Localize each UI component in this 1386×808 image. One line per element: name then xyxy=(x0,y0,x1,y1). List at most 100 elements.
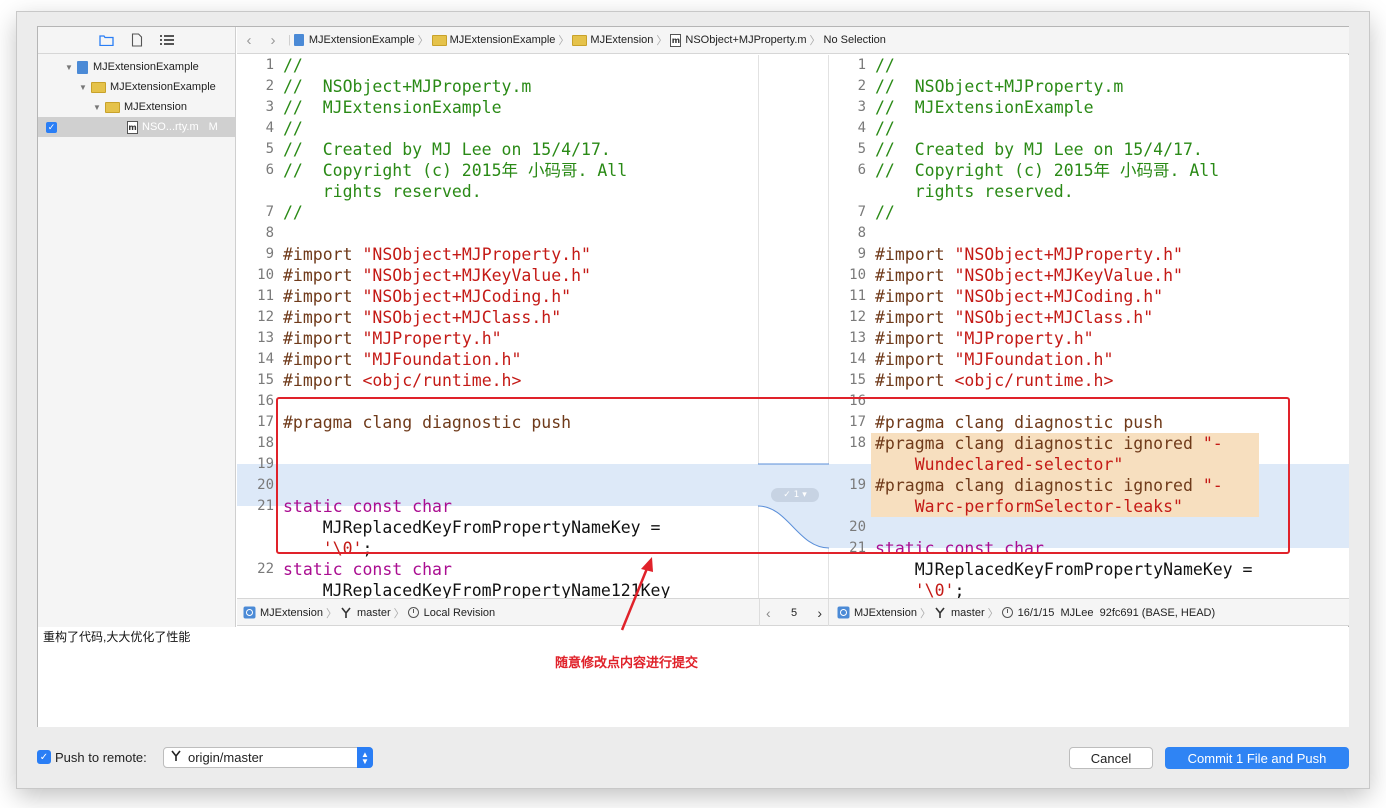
breadcrumb-label: MJExtensionExample xyxy=(449,34,556,46)
breadcrumb-group[interactable]: MJExtensionExample xyxy=(431,34,556,46)
code-text: static const char xyxy=(283,497,452,516)
line-number: 9 xyxy=(857,246,866,262)
document-view-icon[interactable] xyxy=(129,33,145,47)
commit-hash: 92fc691 (BASE, HEAD) xyxy=(1099,606,1216,619)
list-view-icon[interactable] xyxy=(159,33,175,47)
chevron-right-icon: 〉 xyxy=(558,35,570,47)
line-number: 4 xyxy=(265,120,274,136)
diff-empty-block xyxy=(237,464,758,506)
disclosure-triangle-icon[interactable]: ▼ xyxy=(65,62,73,72)
file-navigator: ▼ MJExtensionExample ▼ MJExtensionExampl… xyxy=(38,27,236,627)
back-arrow-icon[interactable]: ‹ xyxy=(246,31,252,49)
code-line: 7// xyxy=(829,202,1349,223)
code-line: 8 xyxy=(829,223,1349,244)
code-text: #import <objc/runtime.h> xyxy=(283,371,522,390)
push-to-remote-checkbox[interactable]: ✓ xyxy=(37,750,51,764)
forward-arrow-icon[interactable]: › xyxy=(270,31,276,49)
code-line: 11#import "NSObject+MJCoding.h" xyxy=(829,286,1349,307)
project-group-icon xyxy=(243,606,256,619)
code-line: Warc-performSelector-leaks" xyxy=(829,496,1349,517)
navigator-toolbar xyxy=(38,27,235,54)
line-number: 11 xyxy=(257,288,274,304)
code-line: 1// xyxy=(829,55,1349,76)
line-number: 16 xyxy=(849,393,866,409)
line-number: 11 xyxy=(849,288,866,304)
line-number: 5 xyxy=(857,141,866,157)
code-text: #import "MJProperty.h" xyxy=(875,329,1094,348)
tree-item-group[interactable]: ▼ MJExtension xyxy=(38,97,235,117)
tree-item-group[interactable]: ▼ MJExtensionExample xyxy=(38,77,235,97)
breadcrumb-group[interactable]: MJExtension xyxy=(572,34,653,46)
code-line: 10#import "NSObject+MJKeyValue.h" xyxy=(829,265,1349,286)
code-line: 16 xyxy=(237,391,758,412)
change-count: 5 xyxy=(790,606,798,619)
code-text: #pragma clang diagnostic push xyxy=(875,413,1164,432)
code-line: MJReplacedKeyFromPropertyNameKey = xyxy=(237,517,758,538)
line-number: 2 xyxy=(857,78,866,94)
breadcrumb-label: No Selection xyxy=(823,34,886,46)
changed-line-highlight xyxy=(871,433,1259,454)
code-line: 17 #pragma clang diagnostic push xyxy=(829,412,1349,433)
code-line: 14#import "MJFoundation.h" xyxy=(829,349,1349,370)
line-number: 16 xyxy=(257,393,274,409)
code-text: // Copyright (c) 2015年 小码哥. All xyxy=(875,161,1220,180)
code-line: 9#import "NSObject+MJProperty.h" xyxy=(829,244,1349,265)
tree-item-label: NSO...rty.m xyxy=(142,121,199,133)
include-file-checkbox[interactable]: ✓ xyxy=(46,121,57,133)
line-number: 19 xyxy=(257,456,274,472)
line-number: 7 xyxy=(857,204,866,220)
folder-icon xyxy=(91,81,106,93)
line-number: 4 xyxy=(857,120,866,136)
line-number: 17 xyxy=(849,414,866,430)
line-number: 1 xyxy=(265,57,274,73)
line-number: 12 xyxy=(257,309,274,325)
breadcrumb-symbol[interactable]: No Selection xyxy=(824,34,886,46)
previous-change-icon[interactable]: ‹ xyxy=(766,604,771,621)
line-number: 13 xyxy=(257,330,274,346)
line-number: 15 xyxy=(849,372,866,388)
cancel-button[interactable]: Cancel xyxy=(1069,747,1153,769)
disclosure-triangle-icon[interactable]: ▼ xyxy=(79,82,87,92)
code-line: 13#import "MJProperty.h" xyxy=(829,328,1349,349)
next-change-icon[interactable]: › xyxy=(817,604,822,621)
code-line: 6// Copyright (c) 2015年 小码哥. All xyxy=(829,160,1349,181)
branch-label[interactable]: master xyxy=(356,606,391,619)
branch-label[interactable]: master xyxy=(950,606,985,619)
project-label[interactable]: MJExtension xyxy=(260,606,323,619)
code-text: // Created by MJ Lee on 15/4/17. xyxy=(283,140,611,159)
line-number: 5 xyxy=(265,141,274,157)
code-line: 17#pragma clang diagnostic push xyxy=(237,412,758,433)
code-text: #pragma clang diagnostic push xyxy=(283,413,572,432)
commit-and-push-button[interactable]: Commit 1 File and Push xyxy=(1165,747,1349,769)
code-text: #import "MJProperty.h" xyxy=(283,329,502,348)
xcode-project-icon xyxy=(293,34,304,46)
tree-item-project[interactable]: ▼ MJExtensionExample xyxy=(38,57,235,77)
line-number: 18 xyxy=(257,435,274,451)
breadcrumb-project[interactable]: MJExtensionExample xyxy=(293,34,415,46)
code-line: 14#import "MJFoundation.h" xyxy=(237,349,758,370)
tree-item-label: MJExtensionExample xyxy=(110,81,216,93)
code-text: #import "NSObject+MJClass.h" xyxy=(283,308,562,327)
folder-icon xyxy=(105,101,120,113)
code-text: #pragma clang diagnostic ignored "- xyxy=(875,476,1223,495)
folder-view-icon[interactable] xyxy=(99,33,115,47)
change-selector-button[interactable]: ✓ 1 ▾ xyxy=(771,488,819,502)
tree-item-file[interactable]: ✓ m NSO...rty.m M xyxy=(38,117,235,137)
breadcrumb-file[interactable]: m NSObject+MJProperty.m xyxy=(670,33,807,47)
code-line: 20 xyxy=(829,517,1349,538)
commit-diff-frame: ▼ MJExtensionExample ▼ MJExtensionExampl… xyxy=(37,26,1349,727)
checkmark-icon: ✓ xyxy=(783,490,791,500)
remote-branch-select[interactable]: origin/master ▲▼ xyxy=(163,747,373,768)
project-label[interactable]: MJExtension xyxy=(854,606,917,619)
code-line: 10#import "NSObject+MJKeyValue.h" xyxy=(237,265,758,286)
commit-message-textarea[interactable]: 重构了代码,大大优化了性能 xyxy=(38,627,1349,727)
changed-line-highlight xyxy=(871,496,1259,517)
code-text: // NSObject+MJProperty.m xyxy=(875,77,1124,96)
disclosure-triangle-icon[interactable]: ▼ xyxy=(93,102,101,112)
commit-date[interactable]: 16/1/15 xyxy=(1017,606,1055,619)
revision-label[interactable]: Local Revision xyxy=(423,606,496,619)
code-text: MJReplacedKeyFromPropertyNameKey = xyxy=(283,518,661,537)
